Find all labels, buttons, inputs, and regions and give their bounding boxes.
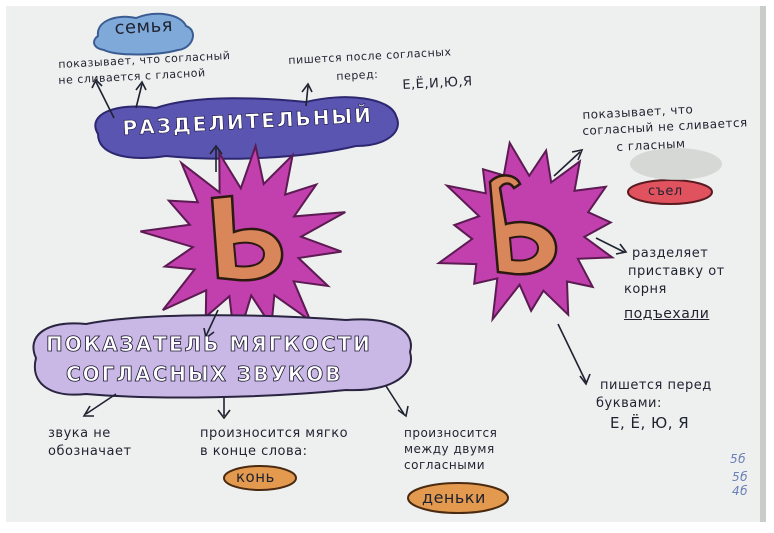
paper-sheet: семья показывает, что согласный не слива… bbox=[6, 6, 766, 522]
example-ate: съел bbox=[648, 184, 683, 199]
title-softness-line-2: СОГЛАСНЫХ ЗВУКОВ bbox=[66, 362, 343, 386]
written-before-line-1: пишется перед bbox=[600, 378, 712, 393]
written-after-line-2: перед: bbox=[336, 68, 379, 83]
mark-1: 5б bbox=[730, 452, 746, 466]
no-sound-line-2: обозначает bbox=[48, 444, 132, 459]
between-line-3: согласными bbox=[404, 458, 485, 472]
mark-2: 5б bbox=[732, 470, 748, 484]
soft-end-line-1: произносится мягко bbox=[200, 426, 348, 441]
between-line-1: произносится bbox=[404, 426, 497, 440]
family-word: семья bbox=[114, 15, 174, 39]
separates-example: подъехали bbox=[624, 306, 709, 322]
between-line-2: между двумя bbox=[404, 442, 495, 456]
title-softness-line-1: ПОКАЗАТЕЛЬ МЯГКОСТИ bbox=[46, 332, 372, 356]
soft-sign-counter bbox=[234, 243, 264, 267]
no-sound-line-1: звука не bbox=[48, 426, 111, 441]
soft-end-line-2: в конце слова: bbox=[200, 444, 308, 459]
written-before-letters: Е, Ё, Ю, Я bbox=[610, 414, 689, 432]
soft-end-example: конь bbox=[236, 468, 275, 486]
gray-smudge bbox=[630, 148, 722, 180]
between-example: деньки bbox=[422, 488, 486, 507]
written-before-line-2: буквами: bbox=[596, 396, 662, 411]
hard-sign-counter bbox=[510, 237, 538, 261]
separates-line-2: приставку от bbox=[628, 264, 725, 279]
separates-line-3: корня bbox=[624, 282, 667, 297]
separates-line-1: разделяет bbox=[632, 246, 708, 261]
mark-3: 4б bbox=[732, 484, 748, 498]
